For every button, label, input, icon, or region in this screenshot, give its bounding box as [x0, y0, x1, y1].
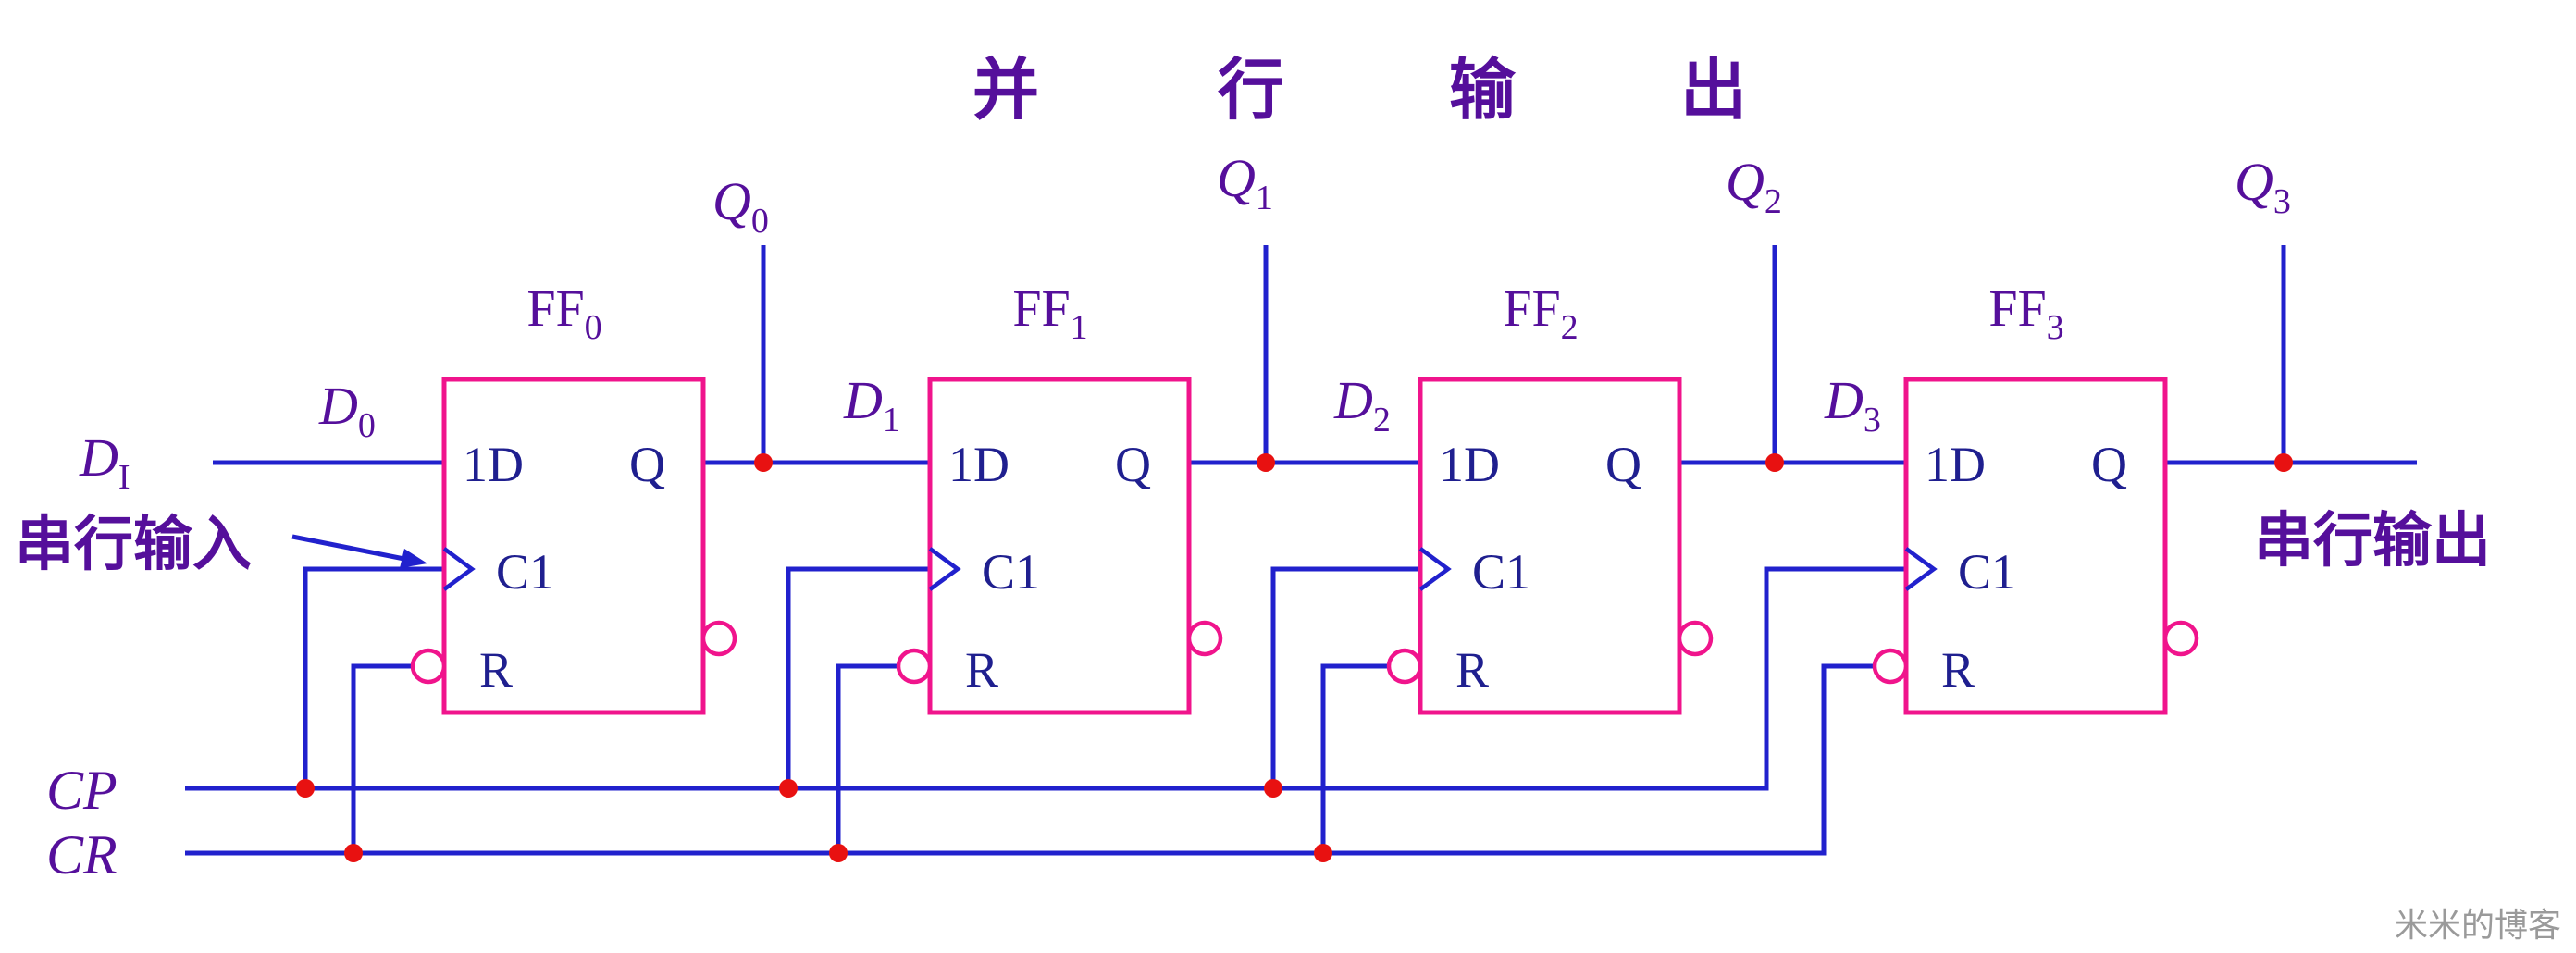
serial-input-arrowhead: [400, 549, 427, 568]
label-cp: CP: [46, 760, 118, 821]
junction-dot-8: [829, 844, 848, 862]
label-d2: D2: [1333, 370, 1391, 439]
junction-dot-4: [296, 779, 315, 798]
ff0-box: [441, 377, 706, 715]
label-cr: CR: [46, 824, 118, 885]
ff0-reset-bubble-icon: [410, 648, 447, 685]
wire-cr-to-ff1: [836, 663, 898, 853]
ff3-port-c1-label: C1: [1958, 544, 2016, 600]
ff0-clock-chevron-icon: [442, 547, 476, 591]
ff2-label: FF2: [1503, 280, 1578, 347]
ff1-reset-bubble-icon: [896, 648, 933, 685]
ff3-reset-bubble-icon: [1872, 648, 1909, 685]
wire-cr-to-ff0: [351, 663, 413, 853]
ff3-port-q-label: Q: [2091, 437, 2127, 492]
wire-cp-to-ff2: [1270, 566, 1420, 788]
label-serial-output: 串行输出: [2254, 508, 2491, 574]
junction-dot-3: [2274, 453, 2293, 472]
wire-cr-to-ff2: [1320, 663, 1389, 853]
ff0-port-q-label: Q: [629, 437, 665, 492]
title-char-2: 输: [1449, 54, 1517, 128]
junction-dot-0: [754, 453, 773, 472]
junction-dot-7: [344, 844, 363, 862]
ff2-port-q-label: Q: [1605, 437, 1641, 492]
ff2-box: [1418, 377, 1682, 715]
ff3-port-1d-label: 1D: [1925, 437, 1986, 492]
ff1-port-r-label: R: [965, 642, 998, 698]
ff3-port-r-label: R: [1941, 642, 1975, 698]
ff3-clock-chevron-icon: [1904, 547, 1938, 591]
ff3-qbar-bubble-icon: [2162, 620, 2199, 657]
label-di: DI: [79, 427, 130, 497]
wire-cp-to-ff0: [303, 566, 444, 788]
junction-dot-6: [1264, 779, 1282, 798]
junction-dot-9: [1314, 844, 1332, 862]
ff2-port-r-label: R: [1455, 642, 1489, 698]
ff2-port-c1-label: C1: [1472, 544, 1530, 600]
ff2-clock-chevron-icon: [1418, 547, 1452, 591]
junction-dot-1: [1257, 453, 1275, 472]
label-q0: Q0: [712, 171, 769, 241]
label-d3: D3: [1824, 370, 1881, 439]
ff2-port-1d-label: 1D: [1439, 437, 1500, 492]
label-d1: D1: [843, 370, 900, 439]
label-q2: Q2: [1726, 152, 1782, 221]
ff2-reset-bubble-icon: [1386, 648, 1423, 685]
ff1-port-q-label: Q: [1115, 437, 1151, 492]
junction-dot-2: [1765, 453, 1784, 472]
wire-cp-to-ff1: [786, 566, 930, 788]
ff1-port-c1-label: C1: [982, 544, 1040, 600]
ff1-label: FF1: [1012, 280, 1087, 347]
ff2-qbar-bubble-icon: [1677, 620, 1714, 657]
ff3-box: [1903, 377, 2168, 715]
wire-cp-bus: [185, 566, 1906, 791]
ff0-port-r-label: R: [479, 642, 513, 698]
label-d0: D0: [318, 376, 376, 445]
watermark: 米米的博客: [2395, 906, 2561, 944]
ff0-qbar-bubble-icon: [700, 620, 737, 657]
ff0-port-c1-label: C1: [496, 544, 554, 600]
title-char-1: 行: [1218, 54, 1284, 128]
ff3-label: FF3: [1988, 280, 2063, 347]
ff1-box: [927, 377, 1192, 715]
wire-serial-input-arrow: [291, 534, 419, 564]
title-char-0: 并: [972, 54, 1039, 128]
label-q1: Q1: [1217, 148, 1273, 217]
label-serial-input: 串行输入: [15, 512, 252, 577]
wire-cr-bus: [185, 663, 1875, 856]
label-q3: Q3: [2235, 152, 2291, 221]
title-char-3: 出: [1680, 54, 1747, 128]
ff1-port-1d-label: 1D: [948, 437, 1009, 492]
ff0-port-1d-label: 1D: [463, 437, 524, 492]
ff0-label: FF0: [526, 280, 601, 347]
ff1-qbar-bubble-icon: [1186, 620, 1223, 657]
junction-dot-5: [779, 779, 798, 798]
ff1-clock-chevron-icon: [928, 547, 961, 591]
